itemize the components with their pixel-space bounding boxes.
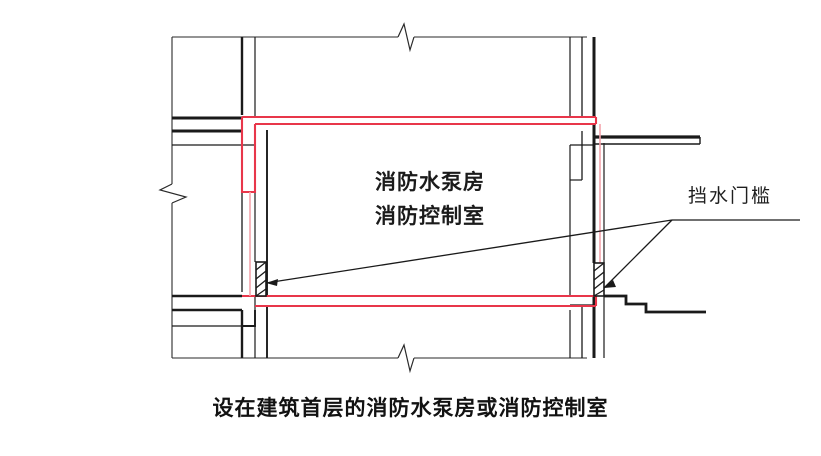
room-label: 消防水泵房 消防控制室 — [330, 166, 530, 234]
annotation-leader-lines — [265, 219, 800, 289]
right-wall-lines — [569, 37, 605, 358]
left-wall-lines — [240, 37, 268, 358]
break-line-symbol-top — [397, 22, 415, 53]
figure-caption: 设在建筑首层的消防水泵房或消防控制室 — [212, 397, 609, 420]
waterproof-envelope-highlight — [240, 115, 598, 308]
threshold-annotation-label: 挡水门槛 — [688, 186, 773, 207]
room-label-line-1: 消防水泵房 — [375, 171, 485, 194]
hatched-threshold-block-left — [255, 261, 267, 297]
exterior-ledge — [594, 135, 701, 145]
room-label-line-2: 消防控制室 — [375, 205, 485, 228]
hatched-threshold-block-right — [593, 262, 605, 297]
left-lower-slab-lines — [172, 294, 256, 327]
section-outline — [171, 36, 587, 359]
break-line-symbol-left — [158, 183, 188, 204]
break-line-symbol-bottom — [397, 343, 415, 374]
exterior-step-profile — [604, 294, 706, 314]
